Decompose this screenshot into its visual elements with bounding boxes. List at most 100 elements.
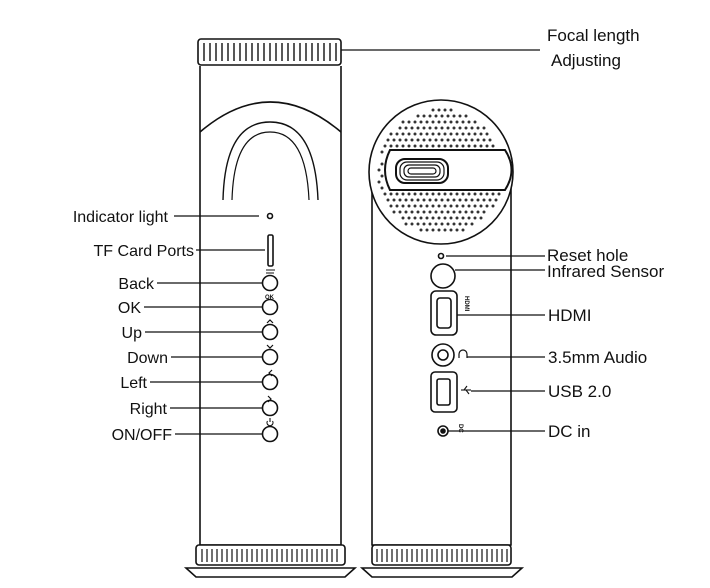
- grille-hole: [413, 216, 417, 220]
- grille-hole: [446, 126, 450, 130]
- right-arrow-mark: [267, 395, 272, 403]
- grille-hole: [431, 192, 435, 196]
- grille-hole: [434, 114, 438, 118]
- grille-hole: [434, 198, 438, 202]
- up-button: [261, 323, 279, 341]
- grille-hole: [404, 138, 408, 142]
- grille-hole: [425, 228, 429, 232]
- grille-hole: [419, 228, 423, 232]
- grille-hole: [398, 126, 402, 130]
- grille-hole: [410, 210, 414, 214]
- grille-hole: [377, 180, 381, 184]
- left-label: Left: [120, 375, 147, 392]
- grille-hole: [461, 228, 465, 232]
- audio-jack-outer: [431, 343, 455, 367]
- grille-hole: [482, 198, 486, 202]
- grille-hole: [449, 192, 453, 196]
- grille-hole: [464, 222, 468, 226]
- grille-hole: [434, 210, 438, 214]
- grille-hole: [419, 120, 423, 124]
- grille-hole: [422, 222, 426, 226]
- body-arch-outer: [199, 101, 342, 133]
- grille-hole: [452, 126, 456, 130]
- grille-hole: [491, 192, 495, 196]
- grille-hole: [407, 216, 411, 220]
- grille-hole: [398, 210, 402, 214]
- grille-hole: [455, 216, 459, 220]
- grille-hole: [410, 126, 414, 130]
- dc-in-label: DC in: [548, 422, 591, 441]
- grille-hole: [464, 198, 468, 202]
- grille-hole: [485, 132, 489, 136]
- grille-hole: [443, 108, 447, 112]
- grille-hole: [485, 204, 489, 208]
- grille-hole: [476, 126, 480, 130]
- grille-hole: [386, 138, 390, 142]
- grille-hole: [464, 126, 468, 130]
- ok-label: OK: [118, 300, 141, 317]
- grille-hole: [455, 192, 459, 196]
- dc-jack-inner: [440, 428, 446, 434]
- grille-hole: [458, 222, 462, 226]
- grille-hole: [431, 120, 435, 124]
- power-symbol-icon: [266, 420, 274, 427]
- grille-hole: [431, 144, 435, 148]
- projector-side-view: [183, 38, 358, 578]
- dc-mark: DC: [457, 424, 463, 433]
- grille-hole: [458, 138, 462, 142]
- grille-hole: [455, 144, 459, 148]
- grille-hole: [380, 186, 384, 190]
- grille-hole: [452, 138, 456, 142]
- grille-hole: [389, 144, 393, 148]
- grille-hole: [380, 150, 384, 154]
- grille-hole: [467, 120, 471, 124]
- grille-hole: [413, 132, 417, 136]
- grille-hole: [434, 222, 438, 226]
- up-label: Up: [122, 325, 143, 342]
- grille-hole: [407, 204, 411, 208]
- grille-hole: [416, 114, 420, 118]
- grille-hole: [473, 132, 477, 136]
- grille-hole: [482, 126, 486, 130]
- projector-body: [199, 66, 342, 546]
- back-label: Back: [118, 276, 155, 293]
- grille-hole: [440, 114, 444, 118]
- reset-hole-label: Reset hole: [547, 246, 628, 265]
- grille-hole: [479, 132, 483, 136]
- grille-hole: [467, 204, 471, 208]
- grille-hole: [431, 108, 435, 112]
- grille-hole: [458, 210, 462, 214]
- grille-hole: [437, 132, 441, 136]
- grille-hole: [419, 144, 423, 148]
- usb-port-outer: [430, 371, 458, 413]
- grille-hole: [413, 192, 417, 196]
- grille-hole: [449, 216, 453, 220]
- grille-hole: [410, 138, 414, 142]
- grille-hole: [416, 198, 420, 202]
- back-base-ridges: [376, 549, 508, 562]
- grille-hole: [395, 132, 399, 136]
- grille-hole: [410, 222, 414, 226]
- grille-hole: [428, 210, 432, 214]
- grille-hole: [455, 120, 459, 124]
- grille-hole: [446, 210, 450, 214]
- grille-hole: [431, 228, 435, 232]
- grille-hole: [440, 222, 444, 226]
- grille-hole: [416, 138, 420, 142]
- grille-hole: [422, 138, 426, 142]
- back-base-foot: [359, 567, 525, 578]
- grille-hole: [428, 222, 432, 226]
- grille-hole: [440, 210, 444, 214]
- grille-hole: [407, 120, 411, 124]
- grille-hole: [389, 192, 393, 196]
- grille-hole: [386, 198, 390, 202]
- grille-hole: [422, 114, 426, 118]
- grille-hole: [398, 198, 402, 202]
- grille-hole: [431, 204, 435, 208]
- grille-hole: [380, 174, 384, 178]
- grille-hole: [422, 126, 426, 130]
- on-off-label: ON/OFF: [112, 427, 173, 444]
- indicator-light-dot: [266, 212, 274, 220]
- grille-hole: [476, 138, 480, 142]
- grille-hole: [425, 144, 429, 148]
